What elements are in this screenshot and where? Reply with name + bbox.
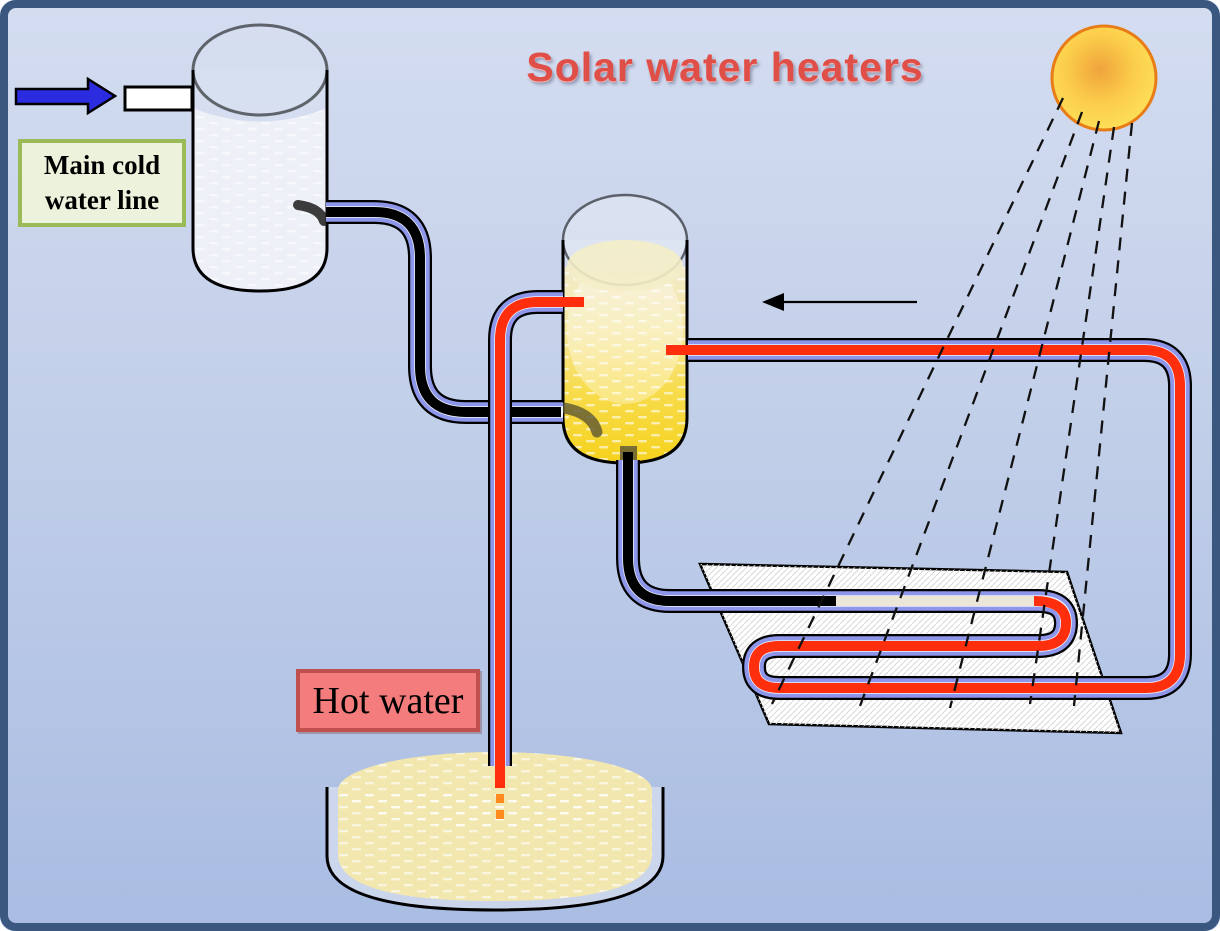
hot-storage-tank [558, 193, 689, 465]
sun-icon [1050, 24, 1158, 132]
cold-segment-core [623, 452, 838, 606]
cold-inlet-stub-pipe [123, 85, 194, 112]
collector-circuit-pipe [616, 338, 1192, 700]
hot-water-label: Hot water [296, 669, 480, 732]
right-arrow-icon [14, 76, 118, 116]
dashed-ray-lines [770, 97, 1134, 709]
hot-water-basin [325, 752, 665, 912]
left-arrow-icon [762, 293, 917, 311]
cold-feed-pipe [326, 200, 563, 424]
hot-segment-core [666, 345, 1185, 693]
tank-inlet-hook [558, 402, 603, 438]
hot-outlet-pipe [488, 290, 584, 824]
tank-outlet-hook [293, 200, 329, 226]
main-cold-water-line-label: Main cold water line [18, 139, 186, 227]
cold-water-tank [191, 23, 329, 293]
page-title: Solar water heaters [526, 44, 924, 90]
